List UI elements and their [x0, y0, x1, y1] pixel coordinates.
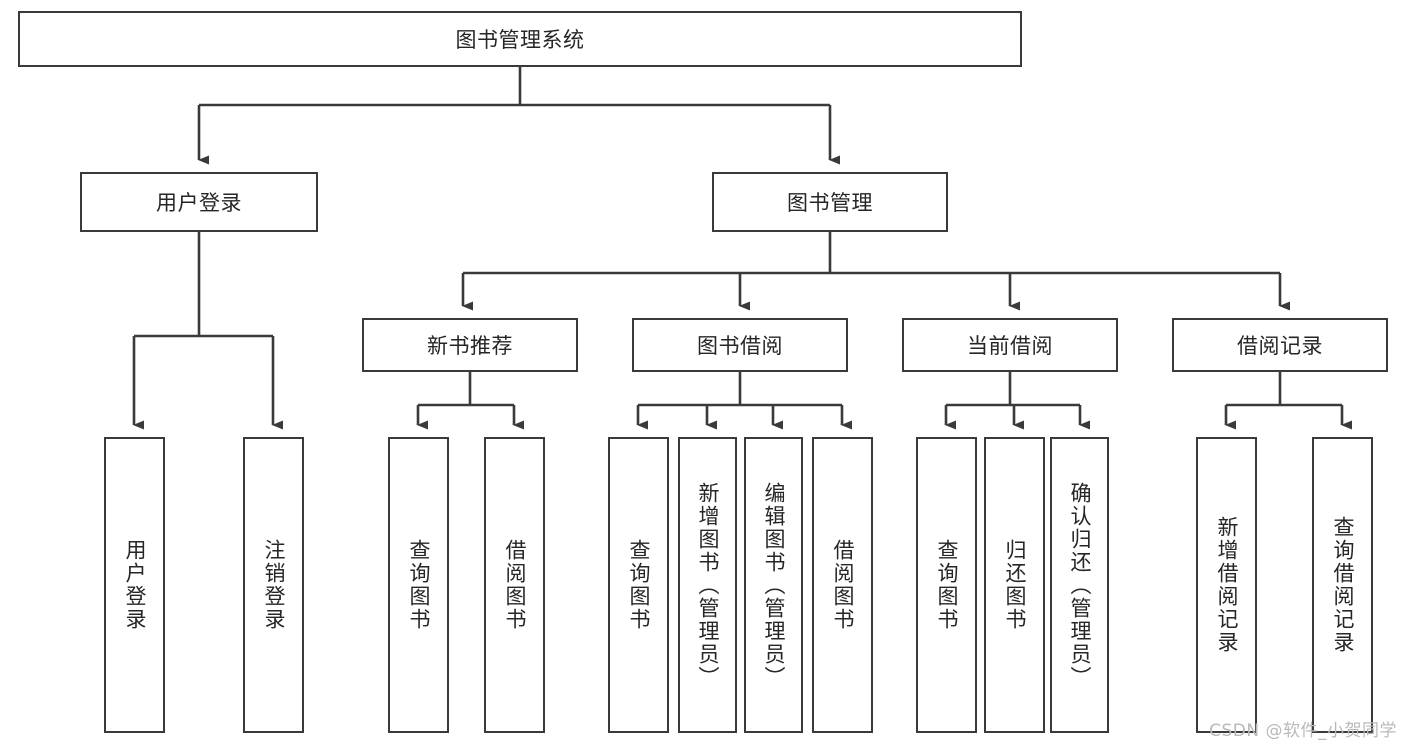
leaf-user-login[interactable]: 用户登录	[104, 437, 165, 733]
leaf-user-login-label: 用户登录	[123, 539, 147, 631]
node-book-borrow[interactable]: 图书借阅	[632, 318, 848, 372]
node-borrow-record-label: 借阅记录	[1237, 334, 1323, 358]
watermark: CSDN @软件_小贺同学	[1209, 721, 1397, 741]
leaf-query-book-recommend-label: 查询图书	[407, 539, 431, 631]
node-borrow-record[interactable]: 借阅记录	[1172, 318, 1388, 372]
node-user-login[interactable]: 用户登录	[80, 172, 318, 232]
node-book-management[interactable]: 图书管理	[712, 172, 948, 232]
leaf-add-borrow-record[interactable]: 新增借阅记录	[1196, 437, 1257, 733]
node-current-borrow-label: 当前借阅	[967, 334, 1053, 358]
leaf-add-borrow-record-label: 新增借阅记录	[1215, 516, 1239, 654]
node-root[interactable]: 图书管理系统	[18, 11, 1022, 67]
leaf-logout[interactable]: 注销登录	[243, 437, 304, 733]
leaf-query-borrow-record[interactable]: 查询借阅记录	[1312, 437, 1373, 733]
leaf-query-borrow-record-label: 查询借阅记录	[1331, 516, 1355, 654]
leaf-borrow-book-recommend[interactable]: 借阅图书	[484, 437, 545, 733]
leaf-query-book-recommend[interactable]: 查询图书	[388, 437, 449, 733]
node-user-login-label: 用户登录	[156, 191, 242, 215]
node-root-label: 图书管理系统	[455, 28, 585, 52]
leaf-query-book-label: 查询图书	[627, 539, 651, 631]
node-book-management-label: 图书管理	[787, 191, 873, 215]
leaf-query-book[interactable]: 查询图书	[608, 437, 669, 733]
node-new-book-recommend[interactable]: 新书推荐	[362, 318, 578, 372]
leaf-borrow-book[interactable]: 借阅图书	[812, 437, 873, 733]
leaf-query-book-current-label: 查询图书	[935, 539, 959, 631]
node-current-borrow[interactable]: 当前借阅	[902, 318, 1118, 372]
leaf-return-book[interactable]: 归还图书	[984, 437, 1045, 733]
leaf-confirm-return-admin-label: 确认归还（管理员）	[1068, 481, 1092, 689]
node-new-book-recommend-label: 新书推荐	[427, 334, 513, 358]
leaf-borrow-book-recommend-label: 借阅图书	[503, 539, 527, 631]
node-book-borrow-label: 图书借阅	[697, 334, 783, 358]
leaf-return-book-label: 归还图书	[1003, 539, 1027, 631]
leaf-edit-book-admin[interactable]: 编辑图书（管理员）	[744, 437, 803, 733]
leaf-edit-book-admin-label: 编辑图书（管理员）	[762, 481, 786, 689]
leaf-logout-label: 注销登录	[262, 539, 286, 631]
leaf-add-book-admin-label: 新增图书（管理员）	[696, 481, 720, 689]
leaf-confirm-return-admin[interactable]: 确认归还（管理员）	[1050, 437, 1109, 733]
leaf-add-book-admin[interactable]: 新增图书（管理员）	[678, 437, 737, 733]
leaf-query-book-current[interactable]: 查询图书	[916, 437, 977, 733]
leaf-borrow-book-label: 借阅图书	[831, 539, 855, 631]
